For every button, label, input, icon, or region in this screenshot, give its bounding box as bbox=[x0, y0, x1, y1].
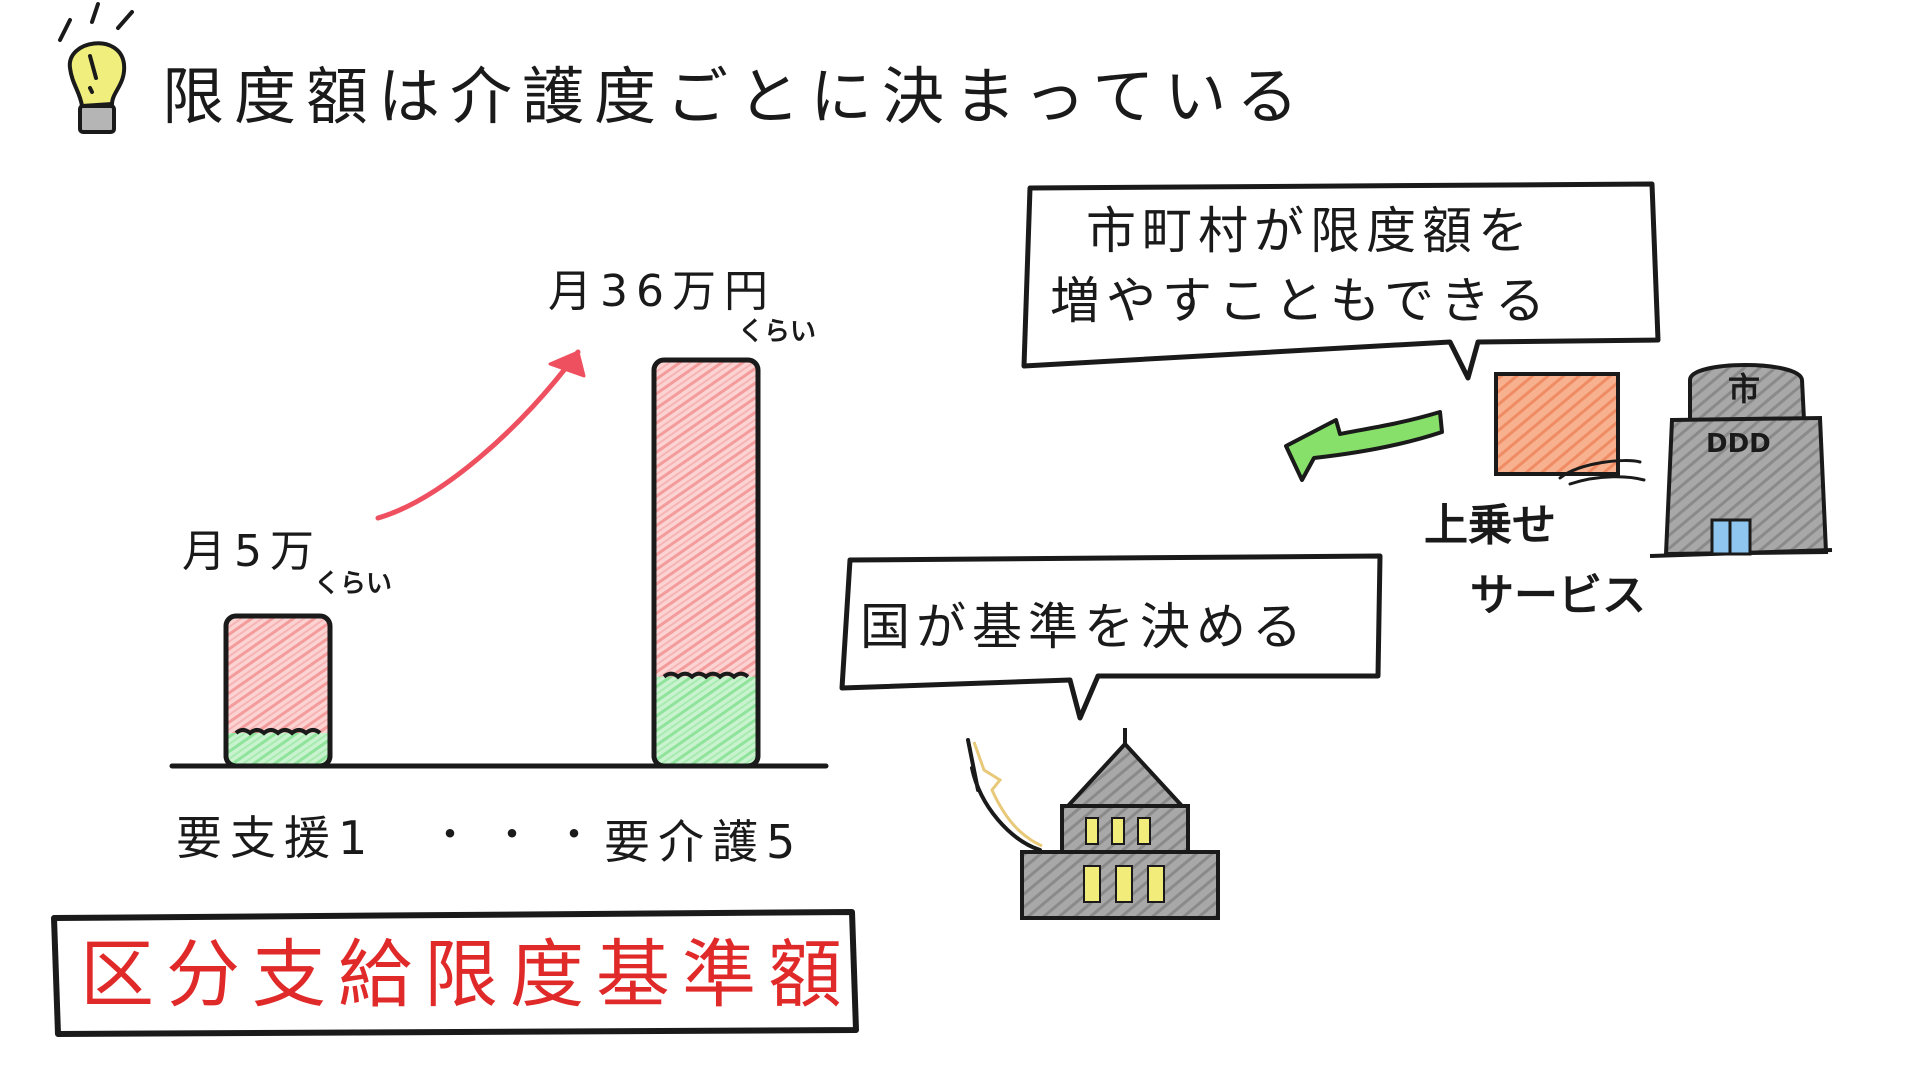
page-title: 限度額は介護度ごとに決まっている bbox=[162, 60, 1308, 133]
jouse-service-line2: サービス bbox=[1470, 570, 1646, 621]
term-label-box: 区分支給限度基準額 bbox=[51, 909, 859, 1037]
category-label-low: 要支援1 bbox=[176, 811, 375, 865]
bubble-state-text: 国が基準を決める bbox=[860, 598, 1308, 656]
term-label-text: 区分支給限度基準額 bbox=[80, 932, 854, 1018]
speech-bubble-city: 市町村が限度額を 増やすこともできる bbox=[1021, 181, 1661, 381]
bar-high bbox=[651, 357, 761, 769]
limit-amount-bar-chart: 月5万 くらい 月36万円 くらい 要支援1 ・・・ 要介護5 bbox=[169, 266, 829, 869]
light-bulb-icon bbox=[58, 2, 134, 134]
category-label-high: 要介護5 bbox=[604, 815, 803, 869]
jouse-service-line1: 上乗せ bbox=[1424, 500, 1556, 551]
bar-low bbox=[223, 613, 333, 769]
speech-bubble-state: 国が基準を決める bbox=[839, 553, 1383, 721]
city-hall-sign: 市 bbox=[1728, 370, 1760, 408]
bar-label-low-approx: くらい bbox=[314, 569, 392, 599]
bar-high-fill bbox=[654, 360, 758, 766]
jouse-service-label: 上乗せ サービス bbox=[1424, 500, 1646, 621]
category-ellipsis: ・・・ bbox=[430, 812, 616, 858]
city-hall-building-icon: 市 DDD bbox=[1649, 363, 1833, 558]
bubble-city-line2: 増やすこともできる bbox=[1050, 272, 1551, 330]
increase-arrow-head bbox=[548, 350, 586, 378]
bar-high-base-segment bbox=[654, 676, 758, 766]
bar-label-low-amount: 月5万 bbox=[182, 526, 322, 577]
bar-high-wave-mark bbox=[662, 671, 750, 680]
extra-amount-box-icon bbox=[1494, 372, 1646, 486]
bubble-city-line1: 市町村が限度額を bbox=[1086, 202, 1534, 260]
bar-label-high-amount: 月36万円 bbox=[548, 266, 776, 317]
bar-label-high-approx: くらい bbox=[738, 317, 816, 347]
bar-low-wave-mark bbox=[234, 728, 322, 736]
bar-low-base-segment bbox=[226, 733, 330, 766]
increase-arrow-line bbox=[375, 349, 581, 521]
city-hall-windows: DDD bbox=[1706, 429, 1771, 459]
national-diet-building-icon bbox=[966, 728, 1220, 920]
green-arrow-icon bbox=[1284, 410, 1444, 482]
bar-low-fill bbox=[226, 616, 330, 766]
